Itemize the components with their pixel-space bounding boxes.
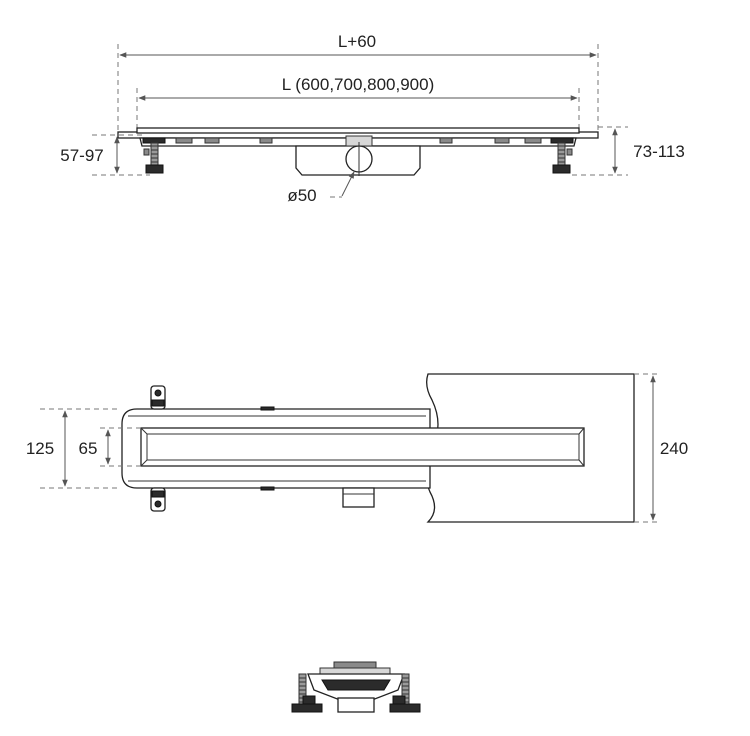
grate-top	[136, 127, 580, 134]
support-clips	[175, 137, 542, 144]
edge-marker-bottom	[260, 486, 275, 491]
end-view-top-rim	[319, 667, 391, 675]
bottom-foot-tab	[150, 487, 166, 512]
channel-length-label: L (600,700,800,900)	[282, 75, 435, 94]
left-height-label: 57-97	[60, 146, 103, 165]
right-height-label: 73-113	[633, 142, 685, 161]
end-view	[291, 661, 421, 713]
left-adjustable-foot	[142, 137, 166, 174]
outlet-leader-arrow	[341, 171, 355, 197]
outlet-stub-plan	[342, 487, 375, 508]
end-view-outlet	[337, 697, 375, 713]
front-view: L+60 L (600,700,800,900)	[60, 32, 685, 205]
grate-inner	[146, 433, 580, 461]
end-view-right-foot	[389, 673, 421, 713]
grate-bevel-bl	[140, 459, 148, 467]
right-adjustable-foot	[550, 137, 574, 174]
end-view-left-foot	[291, 673, 323, 713]
flange-width-label: 240	[660, 439, 688, 458]
grate-bevel-br	[578, 459, 585, 467]
top-view: 125 65 240	[26, 373, 688, 523]
grate-bevel-tr	[578, 427, 585, 435]
end-view-channel-shade	[321, 679, 391, 691]
top-foot-tab	[150, 385, 166, 410]
grate-bevel-tl	[140, 427, 148, 435]
edge-marker-top	[260, 406, 275, 411]
body-width-label: 125	[26, 439, 54, 458]
overall-length-label: L+60	[338, 32, 376, 51]
grate-width-label: 65	[79, 439, 98, 458]
outlet-diameter-label: ø50	[287, 186, 316, 205]
